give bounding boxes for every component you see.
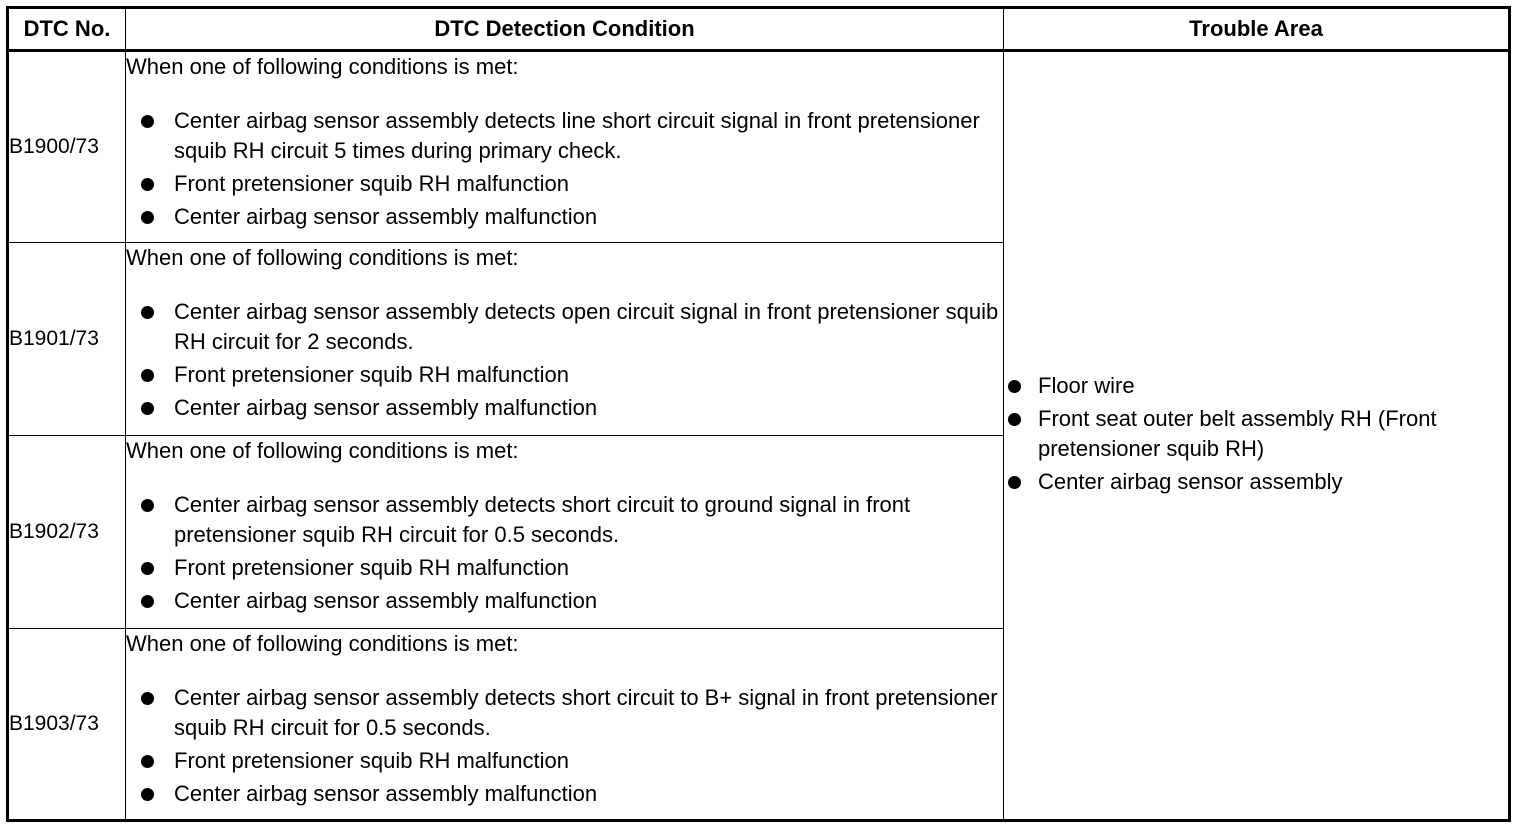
list-item: Center airbag sensor assembly malfunctio… bbox=[126, 393, 1003, 423]
table-row: B1901/73 When one of following condition… bbox=[7, 242, 1510, 436]
dtc-table: DTC No. DTC Detection Condition Trouble … bbox=[6, 6, 1511, 822]
bullet-icon bbox=[141, 211, 154, 224]
dtc-code: B1902/73 bbox=[7, 435, 126, 629]
list-item: Center airbag sensor assembly bbox=[1004, 467, 1508, 497]
list-item: Center airbag sensor assembly malfunctio… bbox=[126, 586, 1003, 616]
list-item-text: Front pretensioner squib RH malfunction bbox=[174, 171, 569, 196]
header-row: DTC No. DTC Detection Condition Trouble … bbox=[7, 7, 1510, 52]
list-item: Front seat outer belt assembly RH (Front… bbox=[1004, 404, 1508, 464]
header-trouble-area: Trouble Area bbox=[1003, 7, 1510, 52]
bullet-icon bbox=[1008, 413, 1021, 426]
bullet-icon bbox=[141, 595, 154, 608]
table-row: B1900/73 When one of following condition… bbox=[7, 50, 1510, 821]
list-item-text: Center airbag sensor assembly malfunctio… bbox=[174, 395, 598, 420]
list-item: Center airbag sensor assembly malfunctio… bbox=[126, 779, 1003, 809]
condition-lead: When one of following conditions is met: bbox=[126, 438, 519, 463]
list-item: Front pretensioner squib RH malfunction bbox=[126, 169, 1003, 199]
condition-lead: When one of following conditions is met: bbox=[126, 54, 519, 79]
list-item-text: Center airbag sensor assembly malfunctio… bbox=[174, 588, 598, 613]
bullet-icon bbox=[1008, 380, 1021, 393]
bullet-icon bbox=[141, 178, 154, 191]
list-item: Center airbag sensor assembly detects sh… bbox=[126, 490, 1003, 550]
bullet-icon bbox=[141, 692, 154, 705]
condition-lead: When one of following conditions is met: bbox=[126, 631, 519, 656]
detection-condition: When one of following conditions is met:… bbox=[125, 435, 1004, 629]
bullet-icon bbox=[141, 369, 154, 382]
trouble-area-list: Floor wire Front seat outer belt assembl… bbox=[1004, 371, 1508, 497]
list-item-text: Center airbag sensor assembly detects sh… bbox=[174, 492, 911, 547]
detection-condition: When one of following conditions is met:… bbox=[125, 242, 1004, 436]
dtc-code: B1903/73 bbox=[7, 628, 126, 821]
condition-lead: When one of following conditions is met: bbox=[126, 245, 519, 270]
detection-condition: When one of following conditions is met:… bbox=[125, 628, 1004, 821]
header-dtc-no: DTC No. bbox=[7, 7, 126, 52]
dtc-code: B1901/73 bbox=[7, 242, 126, 436]
bullet-icon bbox=[141, 306, 154, 319]
detection-condition: When one of following conditions is met:… bbox=[125, 50, 1004, 243]
list-item: Center airbag sensor assembly detects li… bbox=[126, 106, 1003, 166]
condition-list: Center airbag sensor assembly detects sh… bbox=[126, 490, 1003, 616]
list-item: Floor wire bbox=[1004, 371, 1508, 401]
table-row: B1902/73 When one of following condition… bbox=[7, 435, 1510, 629]
list-item: Front pretensioner squib RH malfunction bbox=[126, 553, 1003, 583]
bullet-icon bbox=[141, 755, 154, 768]
bullet-icon bbox=[141, 499, 154, 512]
header-detection-condition: DTC Detection Condition bbox=[125, 7, 1004, 52]
bullet-icon bbox=[141, 788, 154, 801]
list-item: Front pretensioner squib RH malfunction bbox=[126, 746, 1003, 776]
list-item: Center airbag sensor assembly malfunctio… bbox=[126, 202, 1003, 232]
condition-list: Center airbag sensor assembly detects li… bbox=[126, 106, 1003, 232]
list-item-text: Front seat outer belt assembly RH (Front… bbox=[1038, 406, 1437, 461]
list-item-text: Center airbag sensor assembly malfunctio… bbox=[174, 204, 598, 229]
list-item-text: Floor wire bbox=[1038, 373, 1135, 398]
list-item-text: Center airbag sensor assembly detects li… bbox=[174, 108, 980, 163]
list-item-text: Front pretensioner squib RH malfunction bbox=[174, 362, 569, 387]
list-item-text: Center airbag sensor assembly detects sh… bbox=[174, 685, 998, 740]
list-item-text: Center airbag sensor assembly malfunctio… bbox=[174, 781, 598, 806]
dtc-code: B1900/73 bbox=[7, 50, 126, 243]
bullet-icon bbox=[1008, 476, 1021, 489]
trouble-area-cell: Floor wire Front seat outer belt assembl… bbox=[1003, 50, 1510, 821]
condition-list: Center airbag sensor assembly detects op… bbox=[126, 297, 1003, 423]
bullet-icon bbox=[141, 115, 154, 128]
list-item: Front pretensioner squib RH malfunction bbox=[126, 360, 1003, 390]
bullet-icon bbox=[141, 562, 154, 575]
bullet-icon bbox=[141, 402, 154, 415]
list-item: Center airbag sensor assembly detects sh… bbox=[126, 683, 1003, 743]
table-row: B1903/73 When one of following condition… bbox=[7, 628, 1510, 821]
list-item-text: Center airbag sensor assembly bbox=[1038, 469, 1343, 494]
list-item-text: Center airbag sensor assembly detects op… bbox=[174, 299, 999, 354]
list-item-text: Front pretensioner squib RH malfunction bbox=[174, 748, 569, 773]
condition-list: Center airbag sensor assembly detects sh… bbox=[126, 683, 1003, 809]
list-item: Center airbag sensor assembly detects op… bbox=[126, 297, 1003, 357]
list-item-text: Front pretensioner squib RH malfunction bbox=[174, 555, 569, 580]
